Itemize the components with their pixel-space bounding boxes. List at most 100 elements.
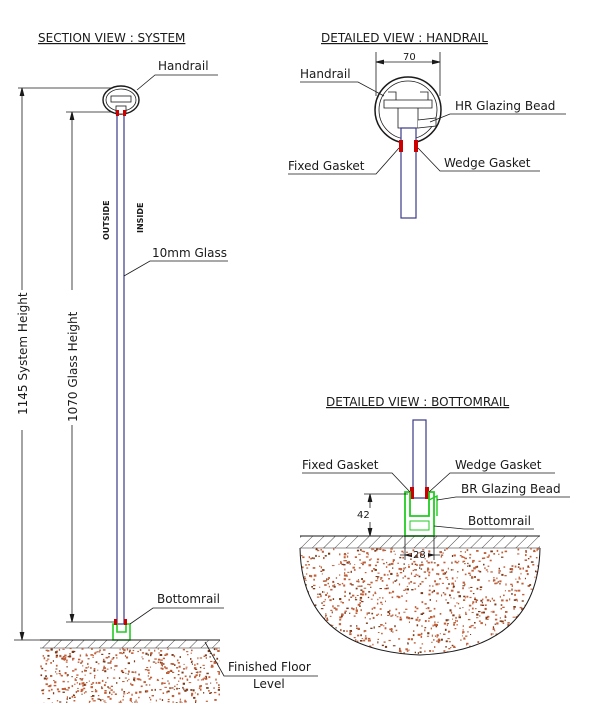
soil-speck	[108, 687, 111, 689]
soil-speck	[428, 593, 431, 596]
soil-speck	[502, 606, 505, 608]
soil-speck	[433, 607, 436, 610]
soil-speck	[467, 565, 468, 567]
soil-speck	[462, 568, 464, 571]
soil-speck	[457, 560, 460, 562]
soil-speck	[126, 648, 129, 651]
soil-speck	[399, 619, 401, 621]
soil-speck	[444, 572, 447, 575]
soil-speck	[118, 701, 122, 703]
soil-speck	[164, 686, 167, 688]
soil-speck	[215, 678, 217, 681]
soil-speck	[45, 683, 48, 686]
soil-speck	[55, 671, 57, 673]
soil-speck	[437, 583, 439, 586]
soil-speck	[195, 671, 198, 673]
br-height-label: 42	[357, 510, 370, 521]
soil-speck	[426, 635, 430, 637]
soil-speck	[454, 605, 456, 608]
soil-speck	[515, 641, 518, 643]
soil-speck	[369, 639, 371, 641]
soil-speck	[503, 633, 505, 635]
soil-speck	[322, 629, 325, 631]
soil-speck	[218, 693, 220, 696]
handrail-fixed-gasket-mark	[116, 110, 119, 116]
soil-speck	[55, 655, 58, 658]
soil-speck	[79, 678, 82, 680]
soil-speck	[417, 616, 419, 619]
soil-speck	[167, 680, 169, 682]
soil-speck	[67, 689, 69, 691]
soil-speck	[406, 592, 408, 594]
soil-speck	[390, 630, 392, 632]
soil-speck	[328, 585, 330, 588]
soil-speck	[397, 562, 399, 564]
soil-speck	[317, 593, 319, 595]
soil-speck	[530, 588, 533, 590]
soil-speck	[177, 662, 180, 664]
soil-speck	[435, 656, 437, 658]
soil-speck	[354, 599, 358, 601]
soil-speck	[401, 595, 403, 597]
soil-speck	[120, 700, 122, 703]
soil-speck	[57, 690, 61, 693]
soil-speck	[415, 618, 418, 621]
soil-speck	[442, 552, 444, 554]
soil-speck	[102, 649, 106, 651]
soil-speck	[421, 643, 424, 645]
soil-speck	[335, 627, 337, 629]
soil-speck	[68, 656, 71, 658]
soil-speck	[85, 670, 87, 672]
soil-speck	[436, 634, 439, 636]
soil-speck	[167, 672, 170, 674]
soil-speck	[356, 549, 360, 552]
soil-speck	[349, 612, 351, 614]
soil-speck	[133, 678, 136, 681]
soil-speck	[347, 571, 350, 573]
soil-speck	[509, 598, 511, 601]
soil-speck	[190, 658, 192, 660]
soil-speck	[197, 693, 199, 696]
soil-speck	[98, 681, 101, 684]
soil-speck	[510, 583, 513, 586]
soil-speck	[449, 594, 451, 597]
soil-speck	[110, 685, 113, 687]
soil-speck	[367, 553, 369, 556]
soil-speck	[458, 614, 461, 616]
soil-speck	[480, 604, 483, 606]
soil-speck	[357, 585, 360, 587]
soil-speck	[525, 569, 528, 572]
soil-speck	[321, 573, 323, 575]
soil-speck	[197, 671, 198, 674]
soil-speck	[301, 634, 304, 637]
soil-speck	[309, 605, 313, 607]
soil-speck	[169, 687, 172, 690]
soil-speck	[483, 552, 487, 554]
soil-speck	[332, 585, 335, 587]
soil-speck	[55, 651, 58, 654]
soil-speck	[462, 585, 465, 587]
soil-speck	[488, 580, 491, 582]
soil-speck	[313, 584, 316, 587]
soil-speck	[421, 601, 424, 604]
soil-speck	[322, 658, 324, 660]
soil-speck	[518, 576, 520, 579]
soil-speck	[89, 672, 92, 675]
soil-speck	[493, 599, 496, 602]
soil-speck	[490, 550, 493, 553]
soil-speck	[407, 642, 409, 645]
soil-speck	[59, 674, 62, 676]
soil-speck	[521, 651, 524, 653]
soil-speck	[486, 599, 490, 602]
soil-speck	[61, 688, 65, 690]
soil-speck	[384, 587, 387, 590]
soil-speck	[406, 617, 408, 619]
soil-speck	[364, 616, 366, 619]
soil-speck	[324, 555, 327, 557]
soil-speck	[194, 677, 196, 679]
soil-speck	[84, 683, 87, 686]
soil-speck	[467, 562, 469, 565]
glass-height-gap	[65, 290, 79, 425]
soil-speck	[204, 654, 207, 657]
soil-speck	[463, 638, 466, 640]
